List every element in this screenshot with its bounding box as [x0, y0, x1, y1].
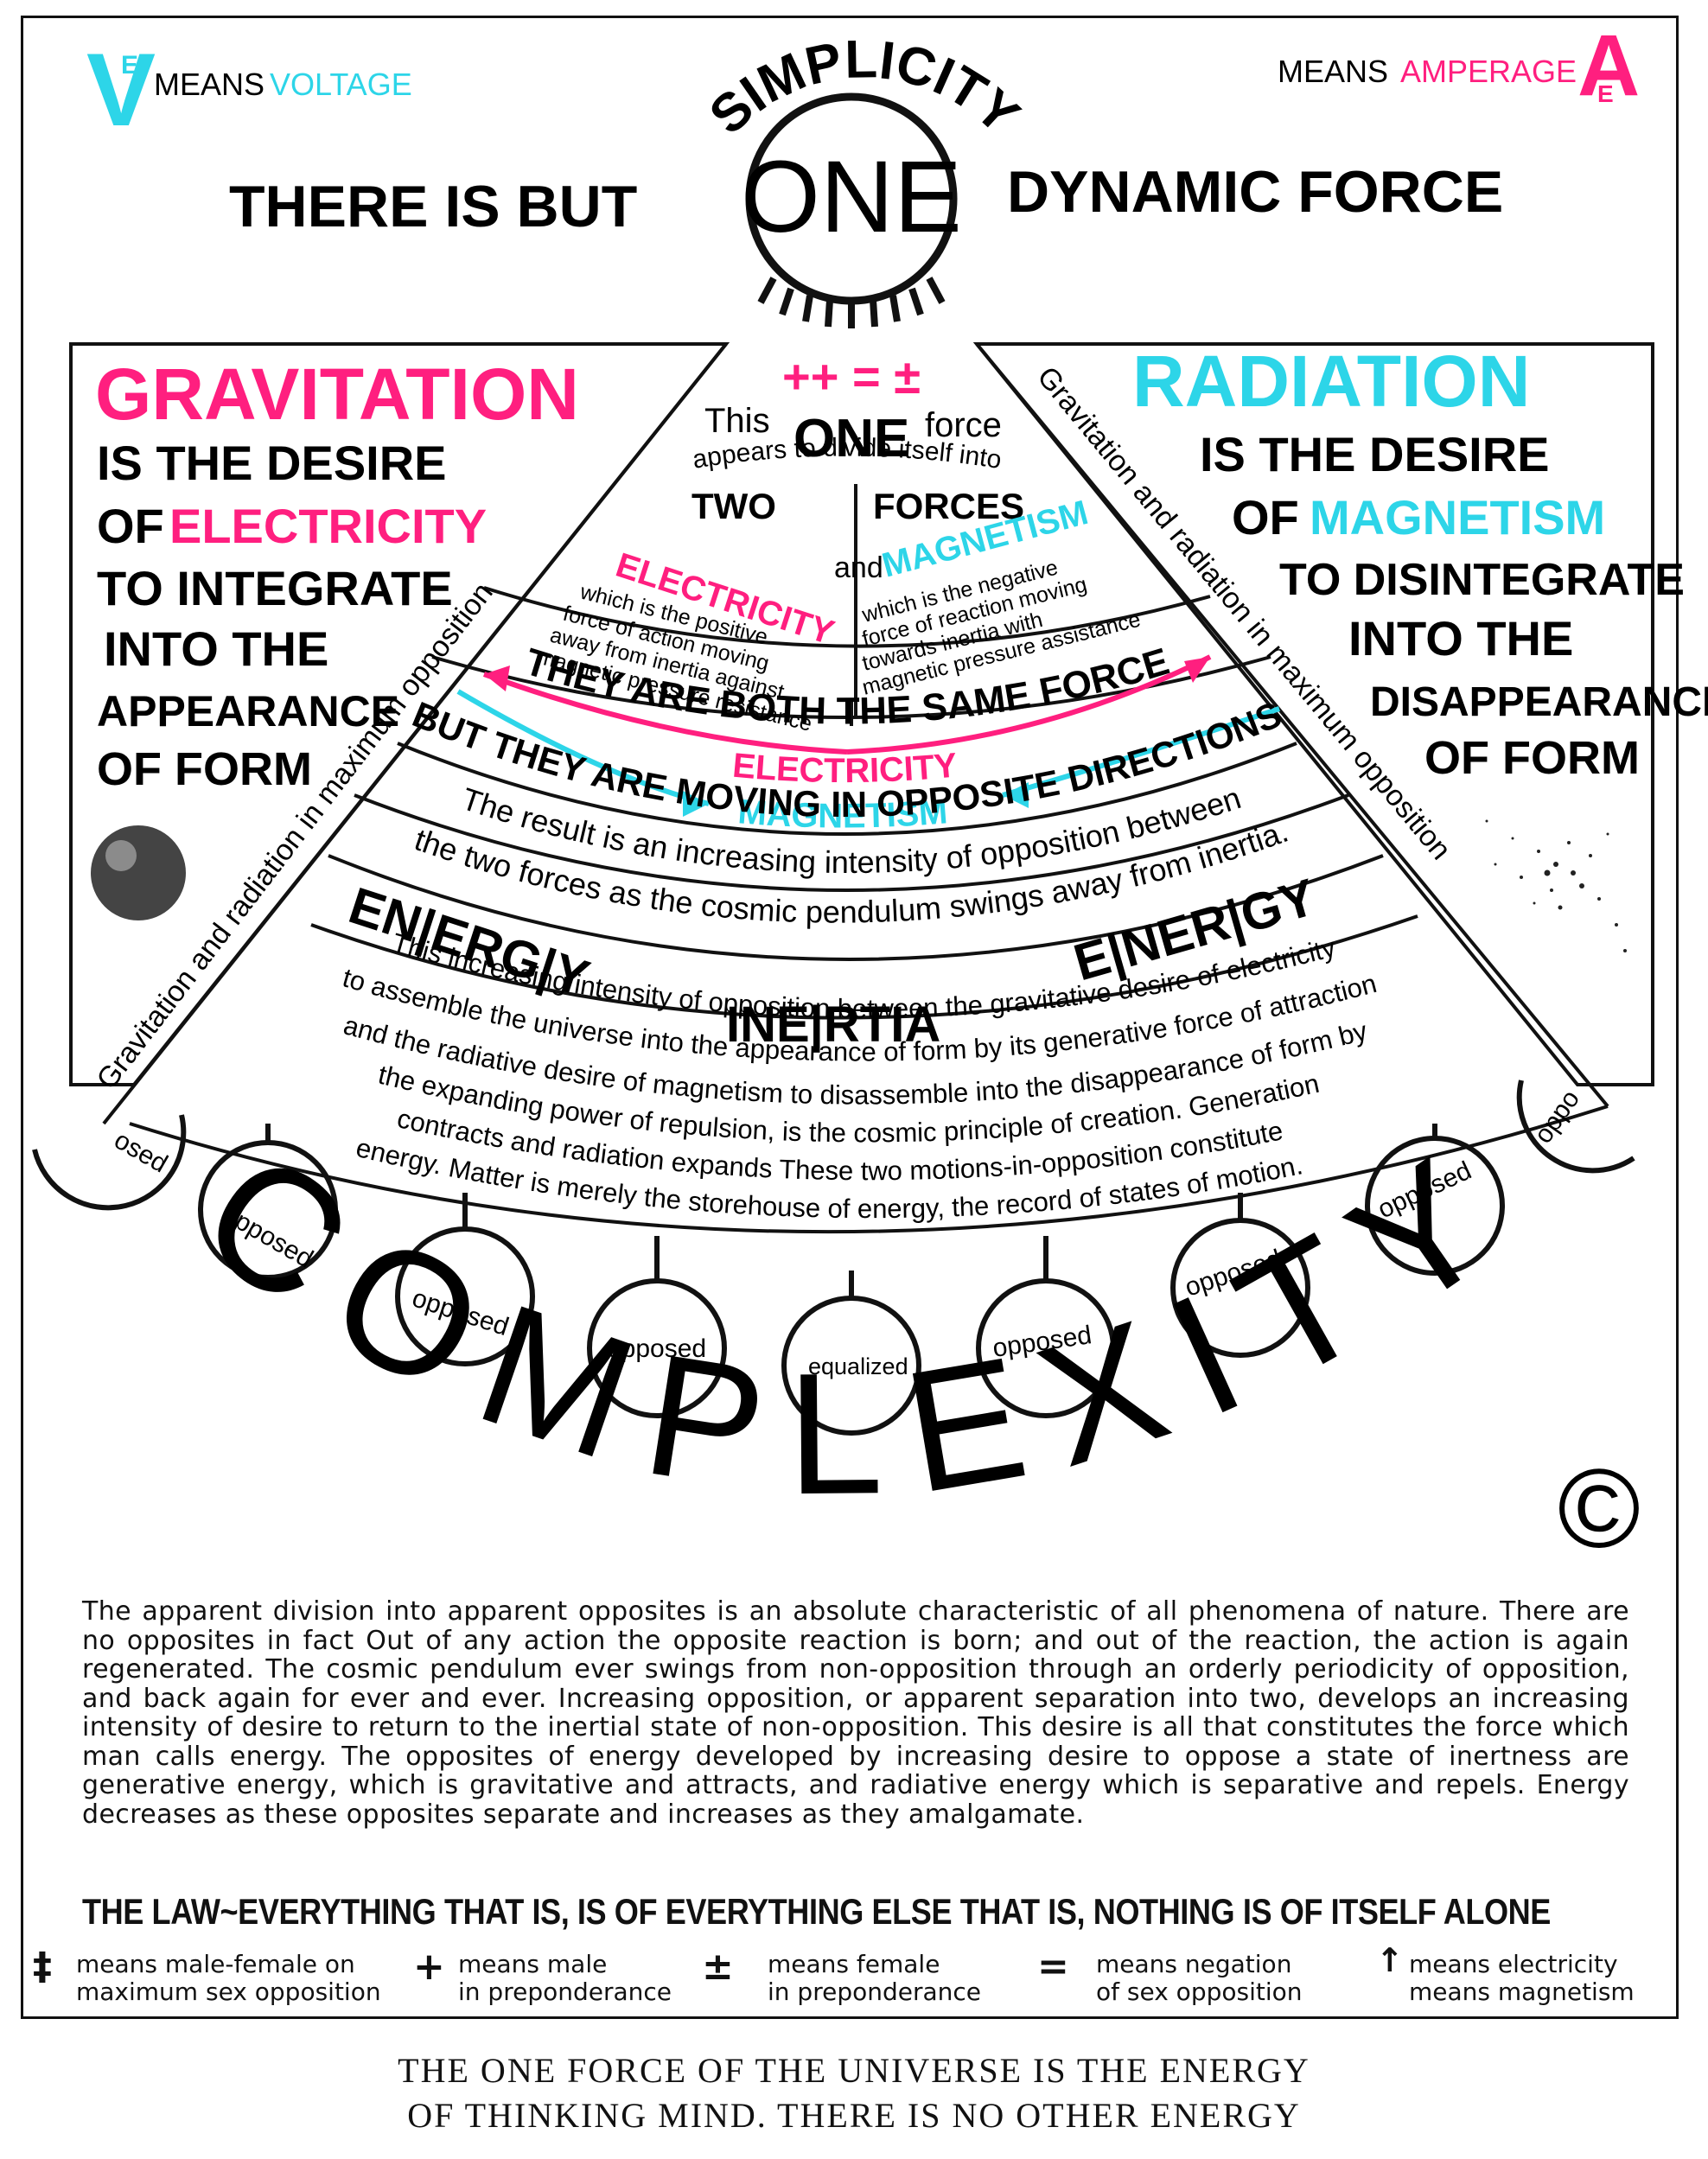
legend-item-3: means female in preponderance [768, 1951, 981, 2006]
radiation-title: RADIATION [1132, 341, 1530, 422]
sun-rays [757, 277, 946, 328]
top-header: SIMPLICITY THERE IS BUT ONE DYNAMIC FORC… [229, 29, 1503, 404]
header-right: DYNAMIC FORCE [1007, 159, 1503, 225]
grav-line-2: OF [97, 499, 164, 553]
scattered-particles [1485, 819, 1627, 952]
electricity-arrow-left [482, 672, 848, 755]
legend-2-line-2: in preponderance [458, 1977, 672, 2006]
radiation-block: RADIATION IS THE DESIRE OF MAGNETISM TO … [1132, 341, 1708, 952]
magnetism-arrow-right [1002, 706, 1280, 798]
two-word: TWO [691, 486, 776, 526]
fan-one: ONE [793, 409, 909, 468]
legend-item-2: means male in preponderance [458, 1951, 672, 2006]
legend-1-line-2: maximum sex opposition [76, 1977, 381, 2006]
male-icon: + [413, 1945, 445, 1989]
cosmic-fan [102, 342, 1609, 1234]
and-word: and [834, 551, 883, 584]
grav-line-5: APPEARANCE [97, 687, 399, 736]
legend-item-4: means negation of sex opposition [1096, 1951, 1303, 2006]
legend-5-line-2: means magnetism [1409, 1977, 1635, 2006]
grav-line-6: OF FORM [97, 743, 312, 795]
legend-1-line-1: means male-female on [76, 1950, 355, 1978]
grav-line-4: INTO THE [104, 621, 328, 676]
inertia-word: INE|RTIA [726, 997, 940, 1053]
voltage-sub: E [121, 51, 138, 80]
circle-label-3: opposed [607, 1334, 706, 1363]
caption: THE ONE FORCE OF THE UNIVERSE IS THE ENE… [0, 2048, 1708, 2138]
band-magnetism: MAGNETISM [736, 793, 949, 835]
legend-item-1: means male-female on maximum sex opposit… [76, 1951, 381, 2006]
amperage-sub: E [1597, 80, 1614, 107]
electricity-arrow-right [846, 654, 1212, 755]
grav-line-3: TO INTEGRATE [97, 561, 453, 615]
force-word: force [925, 406, 1002, 444]
explanation-paragraph: The apparent division into apparent oppo… [82, 1596, 1629, 1830]
amperage-word: AMPERAGE [1400, 54, 1577, 89]
gravitation-title: GRAVITATION [95, 353, 579, 435]
circle-label-4: equalized [808, 1353, 908, 1379]
female-icon: ± [702, 1945, 734, 1989]
voltage-key: V E MEANS VOLTAGE [86, 32, 412, 148]
rad-line-6: OF FORM [1424, 732, 1640, 784]
grav-line-electricity: ELECTRICITY [169, 499, 487, 553]
amperage-means: MEANS [1278, 54, 1388, 89]
rad-line-5: DISAPPEARANCE [1370, 679, 1708, 725]
radiation-panel [972, 342, 1654, 1086]
simplicity-arc: SIMPLICITY [698, 29, 1030, 145]
this-word: This [704, 402, 770, 440]
electricity-arrow-icon: ↑ [1376, 1941, 1404, 1979]
magnetism-arrow-left [456, 689, 710, 806]
rad-line-2: OF [1232, 490, 1299, 545]
amperage-symbol: A [1577, 17, 1640, 114]
male-female-icon: ‡ [33, 1945, 52, 1989]
the-law: THE LAW~EVERYTHING THAT IS, IS OF EVERYT… [82, 1891, 1551, 1932]
amperage-key: MEANS AMPERAGE A E [1278, 17, 1640, 114]
one-circle [745, 92, 958, 305]
voltage-means: MEANS [154, 67, 264, 102]
legend-5-line-1: means electricity [1409, 1950, 1618, 1978]
caption-line-2: OF THINKING MIND. THERE IS NO OTHER ENER… [407, 2096, 1301, 2135]
grav-line-1: IS THE DESIRE [97, 436, 447, 490]
rad-line-4: INTO THE [1348, 611, 1573, 666]
caption-line-1: THE ONE FORCE OF THE UNIVERSE IS THE ENE… [398, 2051, 1310, 2090]
chart-frame [21, 16, 1679, 2019]
sex-symbols: ++ = ± [782, 349, 921, 404]
legend-3-line-2: in preponderance [768, 1977, 982, 2006]
legend-4-line-2: of sex opposition [1096, 1977, 1303, 2006]
voltage-symbol: V [86, 32, 156, 148]
legend-item-5: means electricity means magnetism [1409, 1951, 1635, 2006]
negation-icon: = [1037, 1945, 1069, 1989]
header-left: THERE IS BUT [229, 174, 637, 239]
legend-2-line-1: means male [458, 1950, 608, 1978]
rad-line-3: TO DISINTEGRATE [1279, 555, 1685, 605]
copyright-mark: © [1558, 1445, 1641, 1571]
dense-sphere [91, 825, 186, 920]
band-electricity: ELECTRICITY [731, 747, 959, 791]
one-word: ONE [741, 140, 962, 254]
legend-3-line-1: means female [768, 1950, 940, 1978]
forces-word: FORCES [873, 486, 1024, 526]
rad-line-1: IS THE DESIRE [1200, 427, 1550, 481]
legend-4-line-1: means negation [1096, 1950, 1292, 1978]
voltage-word: VOLTAGE [270, 67, 412, 102]
rad-line-magnetism: MAGNETISM [1310, 490, 1605, 545]
pendulum-circles [32, 1080, 1635, 1436]
gravitation-block: GRAVITATION IS THE DESIRE OF ELECTRICITY… [91, 353, 579, 920]
